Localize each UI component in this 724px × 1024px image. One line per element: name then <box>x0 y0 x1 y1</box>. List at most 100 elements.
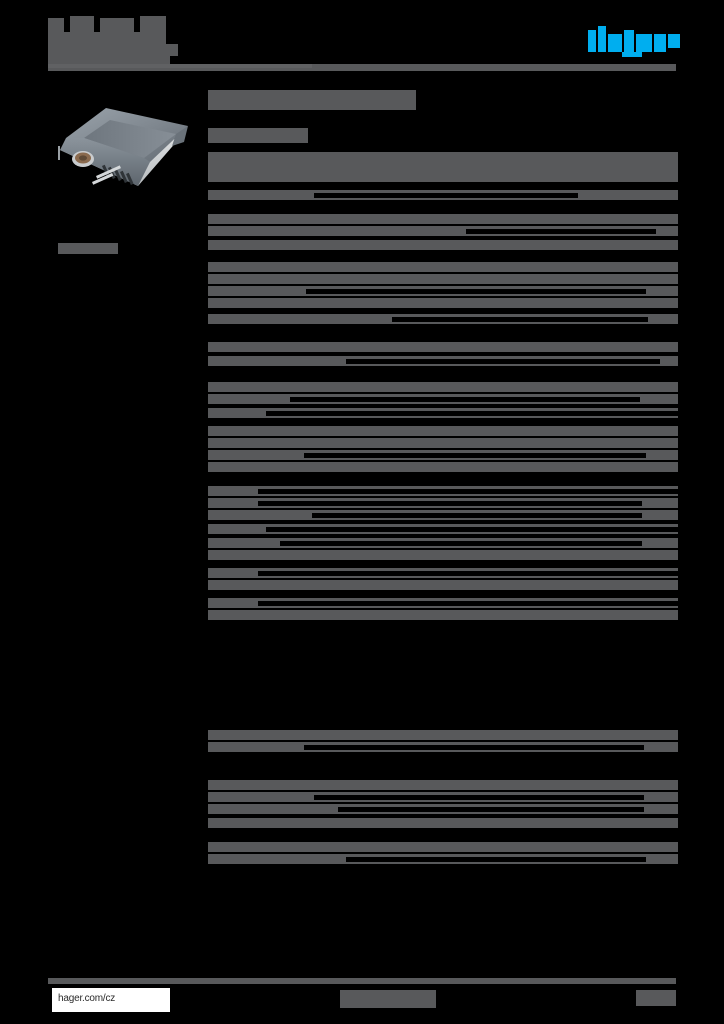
toc-entry-label[interactable] <box>208 152 222 162</box>
toc-leader <box>314 795 644 800</box>
toc-page-number <box>650 804 678 814</box>
hager-logo-segment <box>622 52 642 57</box>
toc-entry-label[interactable] <box>208 394 288 404</box>
toc-entry-label[interactable] <box>208 598 256 608</box>
toc-entry-label[interactable] <box>208 286 304 296</box>
toc-page-number <box>654 538 678 548</box>
toc-page-number <box>578 190 678 200</box>
toc-row <box>208 730 678 740</box>
toc-entry-label[interactable] <box>208 842 314 852</box>
section-title <box>208 90 416 110</box>
toc-leader <box>266 411 678 416</box>
hager-logo-segment <box>608 34 622 52</box>
toc-entry-label[interactable] <box>208 568 256 578</box>
toc-row <box>208 274 678 284</box>
toc-page-number <box>654 498 678 508</box>
page-title-segment <box>100 18 134 32</box>
toc-entry-label[interactable] <box>208 190 312 200</box>
toc-entry-label[interactable] <box>208 226 464 236</box>
toc-leader <box>314 193 578 198</box>
toc-leader <box>266 527 678 532</box>
toc-entry-label[interactable] <box>208 854 344 864</box>
product-photo-svg <box>58 108 188 186</box>
toc-leader <box>258 501 642 506</box>
page-title-segment <box>48 44 178 56</box>
toc-row <box>208 842 678 852</box>
toc-row <box>208 818 678 828</box>
page-title-segment <box>48 56 170 64</box>
toc-entry-label[interactable] <box>208 214 222 224</box>
toc-row <box>208 610 678 620</box>
toc-page-number <box>648 286 678 296</box>
toc-page-number <box>650 792 678 802</box>
toc-entry-label[interactable] <box>208 450 302 460</box>
toc-leader <box>346 359 662 364</box>
footer-divider <box>48 978 676 984</box>
toc-leader <box>466 229 656 234</box>
toc-entry-label[interactable] <box>208 240 268 250</box>
product-photo <box>58 88 194 192</box>
toc-entry-label[interactable] <box>220 162 264 172</box>
toc-row <box>208 298 678 308</box>
toc-page-number <box>650 742 678 752</box>
toc-entry-label[interactable] <box>208 818 268 828</box>
toc-entry-label[interactable] <box>208 730 256 740</box>
toc-leader <box>312 513 642 518</box>
toc-entry-label[interactable] <box>208 792 312 802</box>
toc-leader <box>346 857 646 862</box>
toc-row <box>208 580 678 590</box>
toc-entry-label[interactable] <box>208 804 336 814</box>
toc-leader <box>258 601 678 606</box>
toc-entry-label[interactable] <box>208 498 256 508</box>
toc-row <box>208 342 678 352</box>
hager-logo-segment <box>588 30 596 52</box>
toc-page-number <box>660 356 678 366</box>
toc-page-number <box>650 450 678 460</box>
toc-row <box>208 214 678 224</box>
hager-logo-segment <box>598 26 606 52</box>
toc-entry-label[interactable] <box>208 538 278 548</box>
toc-entry-label[interactable] <box>208 780 272 790</box>
toc-entry-label[interactable] <box>234 408 254 418</box>
toc-entry-label[interactable] <box>208 382 268 392</box>
toc-row <box>208 162 678 172</box>
toc-entry-label[interactable] <box>208 486 256 496</box>
page-title <box>48 16 184 64</box>
toc-row <box>208 438 678 448</box>
toc-row <box>208 382 678 392</box>
toc-entry-label[interactable] <box>208 314 390 324</box>
toc-entry-label[interactable] <box>250 524 264 534</box>
toc-row <box>208 462 678 472</box>
footer-url-box[interactable]: hager.com/cz <box>52 988 170 1012</box>
section-subtitle <box>208 128 308 143</box>
toc-row <box>208 152 678 162</box>
hager-logo-segment <box>636 34 652 52</box>
toc-page-number <box>650 854 678 864</box>
toc-row <box>208 426 678 436</box>
page-title-segment <box>70 16 94 32</box>
toc-entry-label[interactable] <box>208 510 310 520</box>
footer-page-number <box>636 990 676 1006</box>
toc-page-number <box>648 394 678 404</box>
toc-leader <box>304 745 644 750</box>
toc-row <box>208 172 678 182</box>
page-title-segment <box>48 32 166 44</box>
hager-logo-segment <box>654 34 666 52</box>
header-divider <box>48 64 676 71</box>
product-caption <box>58 243 118 254</box>
toc-entry-label[interactable] <box>208 342 266 352</box>
toc-entry-label[interactable] <box>208 742 302 752</box>
page-title-segment <box>48 18 64 32</box>
toc-row <box>208 262 678 272</box>
toc-leader <box>304 453 646 458</box>
toc-page-number <box>652 314 678 324</box>
toc-leader <box>306 289 646 294</box>
page-title-segment <box>140 16 166 32</box>
hager-logo-segment <box>624 30 634 52</box>
header-divider-highlight <box>48 64 312 68</box>
toc-leader <box>392 317 648 322</box>
toc-leader <box>290 397 640 402</box>
toc-entry-label[interactable] <box>208 356 344 366</box>
toc-page-number <box>654 510 678 520</box>
